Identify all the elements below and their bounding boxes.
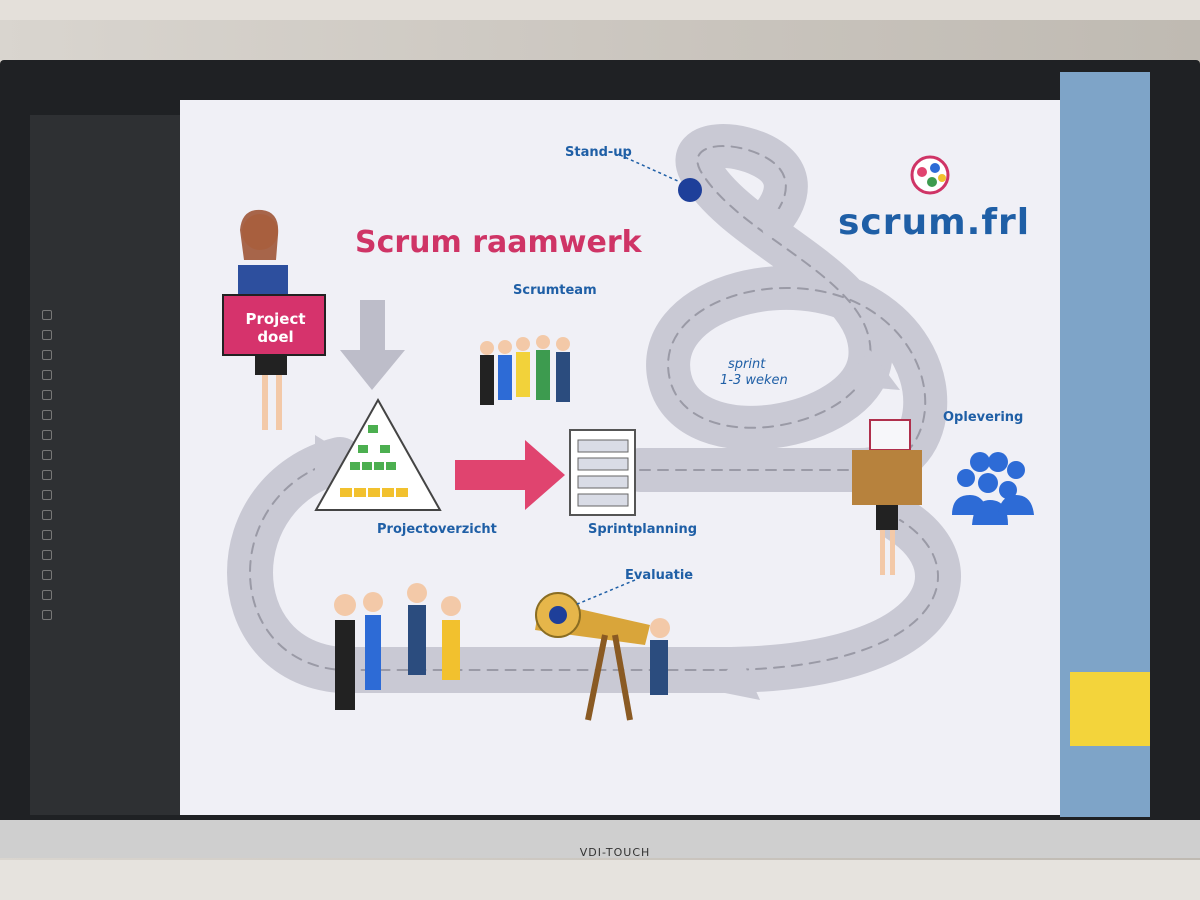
standup-circle-icon xyxy=(678,178,702,202)
monitor-brand: VDI-TOUCH xyxy=(579,846,651,859)
toolbar-icon[interactable] xyxy=(42,450,52,460)
sprintplanning-label: Sprintplanning xyxy=(588,522,698,537)
toolbar-icon[interactable] xyxy=(42,410,52,420)
oplevering-label: Oplevering xyxy=(943,410,1024,425)
monitor-chin xyxy=(0,820,1200,858)
toolbar-icon[interactable] xyxy=(42,470,52,480)
board-icon xyxy=(569,429,636,516)
toolbar-icon[interactable] xyxy=(42,610,52,620)
person-icon xyxy=(222,209,326,430)
slide-sidebar-yellow xyxy=(1070,672,1150,746)
logo-text: scrum.frl xyxy=(838,202,1031,243)
toolbar-icon[interactable] xyxy=(42,330,52,340)
gift-icon xyxy=(852,419,922,575)
standup-label: Stand-up xyxy=(565,145,632,160)
toolbar-icon[interactable] xyxy=(42,510,52,520)
telescope-icon xyxy=(535,592,670,721)
project-doel-label: Project doel xyxy=(245,310,306,346)
celebrating-team-icon xyxy=(334,583,461,710)
toolbar-icon[interactable] xyxy=(42,550,52,560)
road-arrow-head xyxy=(710,655,760,700)
toolbar-icon[interactable] xyxy=(42,590,52,600)
scrumteam-label: Scrumteam xyxy=(513,283,597,298)
road-arrow-head xyxy=(840,350,900,390)
toolbar-icon[interactable] xyxy=(42,530,52,540)
toolbar-icon[interactable] xyxy=(42,370,52,380)
evaluatie-label: Evaluatie xyxy=(625,568,694,583)
slide: Scrum raamwerk scrum.frl Stand-up Scrumt… xyxy=(180,100,1060,815)
screen-left-area xyxy=(30,115,190,815)
toolbar-icon[interactable] xyxy=(42,490,52,500)
road-arrow-head xyxy=(755,200,795,240)
wall-strip xyxy=(0,860,1200,900)
sprint-roads xyxy=(227,124,961,693)
scrum-diagram xyxy=(222,124,1034,721)
group-icon xyxy=(952,452,1034,525)
toolbar-icon[interactable] xyxy=(42,570,52,580)
toolbar-icon[interactable] xyxy=(42,390,52,400)
toolbar-icon[interactable] xyxy=(42,310,52,320)
monitor: Scrum raamwerk scrum.frl Stand-up Scrumt… xyxy=(0,0,1200,859)
down-arrow-icon xyxy=(340,300,405,390)
pink-arrow-icon xyxy=(455,440,565,510)
projectoverzicht-label: Projectoverzicht xyxy=(377,522,497,537)
scrumteam-icon xyxy=(480,335,570,405)
toolbar-icon[interactable] xyxy=(42,430,52,440)
slide-title: Scrum raamwerk xyxy=(355,225,642,260)
toolbar-icon[interactable] xyxy=(42,350,52,360)
sprint-duration-label: 1-3 weken xyxy=(720,373,788,388)
sprint-label: sprint xyxy=(728,357,766,372)
road-arrow-head xyxy=(315,435,355,488)
logo-circle-icon xyxy=(910,155,950,195)
frame-top xyxy=(0,0,1200,20)
pyramid-icon xyxy=(314,397,442,511)
